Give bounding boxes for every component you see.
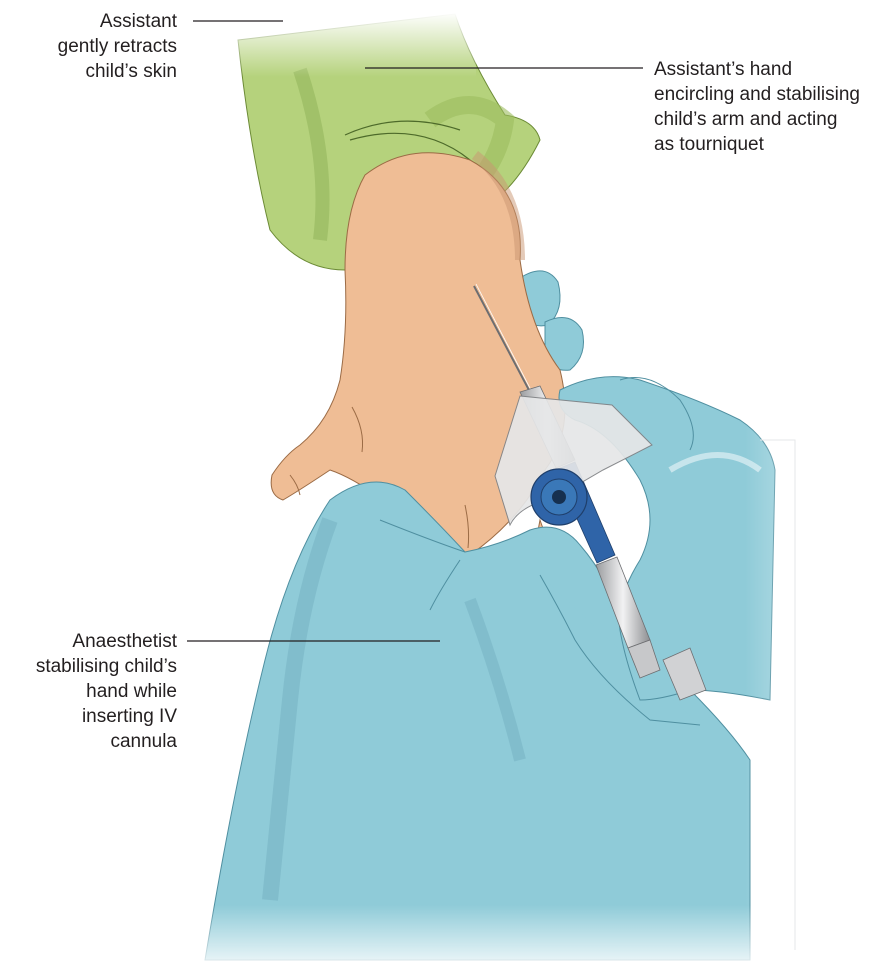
label-line: cannula [36, 729, 177, 754]
label-line: gently retracts [58, 34, 177, 59]
label-assistant-retracts-skin: Assistant gently retracts child’s skin [58, 9, 177, 84]
label-line: inserting IV [36, 704, 177, 729]
label-line: child’s arm and acting [654, 107, 860, 132]
label-anaesthetist-inserting-cannula: Anaesthetist stabilising child’s hand wh… [36, 629, 177, 754]
label-line: stabilising child’s [36, 654, 177, 679]
label-line: encircling and stabilising [654, 82, 860, 107]
label-line: Anaesthetist [36, 629, 177, 654]
label-line: child’s skin [58, 59, 177, 84]
label-assistant-hand-tourniquet: Assistant’s hand encircling and stabilis… [654, 57, 860, 157]
label-line: as tourniquet [654, 132, 860, 157]
label-line: Assistant’s hand [654, 57, 860, 82]
label-line: hand while [36, 679, 177, 704]
label-line: Assistant [58, 9, 177, 34]
